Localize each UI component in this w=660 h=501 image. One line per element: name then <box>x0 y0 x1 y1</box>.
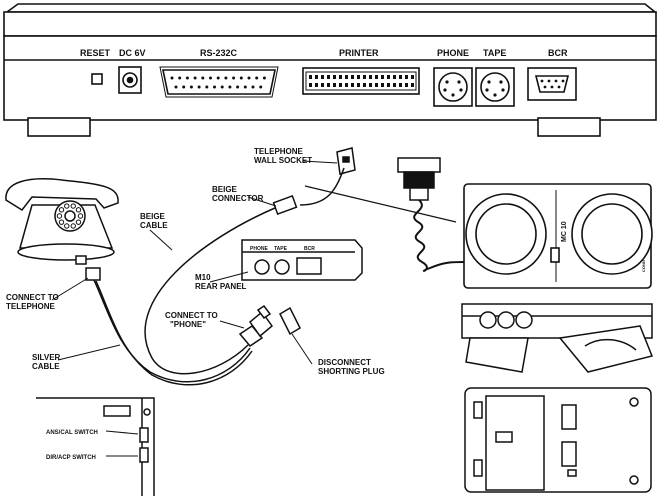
label-ans-cal-switch: ANS/CAL SWITCH <box>46 430 98 436</box>
port-label-printer: PRINTER <box>339 48 379 58</box>
callout-leaders <box>51 160 338 365</box>
callout-connect-to-phone: CONNECT TO "PHONE" <box>165 311 220 329</box>
callout-telephone-wall-socket: TELEPHONE WALL SOCKET <box>254 147 312 165</box>
coiled-cord <box>413 199 465 272</box>
reset-button <box>91 73 103 85</box>
port-label-rs232c: RS-232C <box>200 48 238 58</box>
port-label-dc: DC 6V <box>119 48 146 58</box>
printer-port <box>302 67 420 95</box>
label-dir-acp-switch: DIR/ACP SWITCH <box>46 455 96 461</box>
coupler-model-label: MC 10 <box>561 221 568 242</box>
callout-beige-cable: BEIGE CABLE <box>140 212 168 230</box>
tape-port <box>475 67 515 107</box>
callout-beige-connector: BEIGE CONNECTOR <box>212 185 264 203</box>
mini-label-phone: PHONE <box>250 246 268 252</box>
callout-connect-to-telephone: CONNECT TO TELEPHONE <box>6 293 61 311</box>
coupler-bottom-view <box>464 387 652 493</box>
port-label-bcr: BCR <box>548 48 568 58</box>
telephone-icon <box>5 178 119 265</box>
mini-rear-panel <box>241 239 363 281</box>
divider-line <box>304 185 457 223</box>
shorting-plug <box>279 306 301 336</box>
coupler-side-view <box>461 303 654 373</box>
silver-cable <box>85 267 253 386</box>
coupler-conn-label: CONN <box>641 260 646 272</box>
rs232c-port <box>159 66 279 98</box>
port-label-tape: TAPE <box>483 48 506 58</box>
mini-label-tape: TAPE <box>274 246 288 252</box>
leader-ans <box>105 430 139 435</box>
callout-m10-rear-panel: M10 REAR PANEL <box>195 273 247 291</box>
m10-rear-panel <box>3 3 658 137</box>
bcr-port <box>527 67 577 101</box>
dc-jack <box>118 66 142 94</box>
port-label-reset: RESET <box>80 48 111 58</box>
combined-plug <box>238 304 274 347</box>
callout-silver-cable: SILVER CABLE <box>32 353 63 371</box>
acoustic-coupler <box>463 183 653 289</box>
db-connector <box>397 157 441 201</box>
phone-port <box>433 67 473 107</box>
wall-socket <box>336 147 356 175</box>
switch-panel <box>36 397 155 496</box>
callout-disconnect-shorting-plug: DISCONNECT SHORTING PLUG <box>318 358 385 376</box>
port-label-phone: PHONE <box>437 48 469 58</box>
beige-cable <box>144 167 345 375</box>
mini-label-bcr: BCR <box>304 246 315 252</box>
